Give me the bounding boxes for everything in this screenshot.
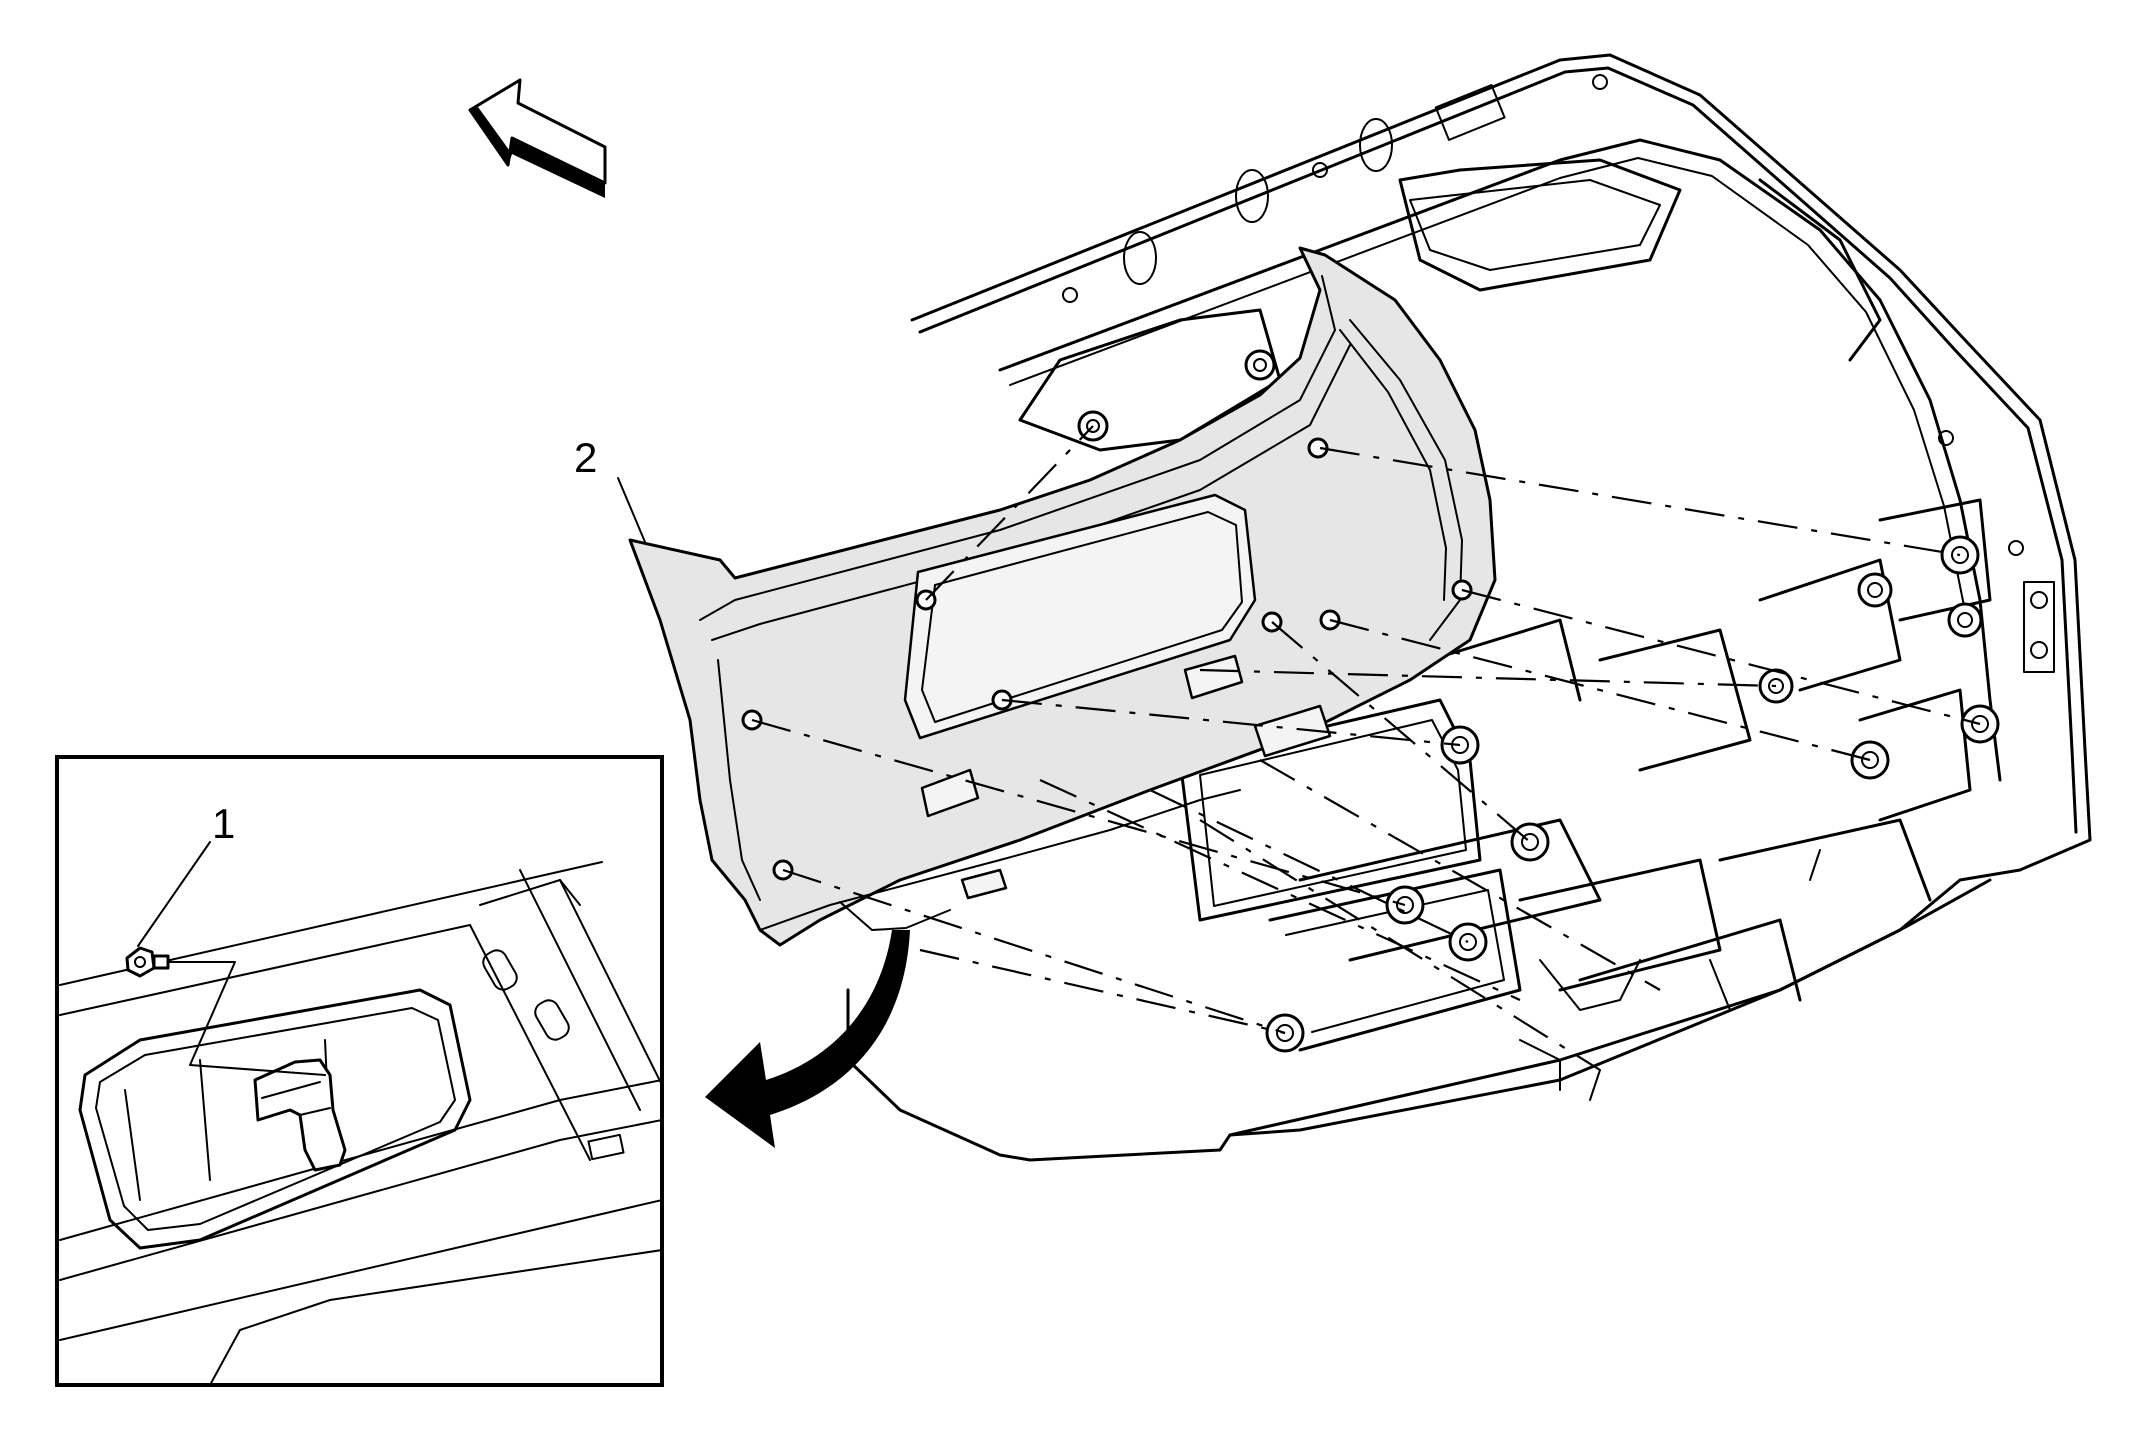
front-direction-arrow-icon	[468, 78, 607, 198]
item2-leader-line	[617, 477, 646, 543]
liftgate-trim-panel	[628, 246, 1497, 947]
alignment-lines	[751, 425, 1981, 1101]
liftgate-frame	[846, 53, 2092, 1162]
callout-2: 2	[574, 434, 597, 481]
detail-inset	[55, 755, 664, 1387]
curved-arrow-icon	[705, 930, 910, 1148]
fastener-grommets	[1077, 349, 2000, 1053]
callout-1: 1	[212, 800, 235, 847]
